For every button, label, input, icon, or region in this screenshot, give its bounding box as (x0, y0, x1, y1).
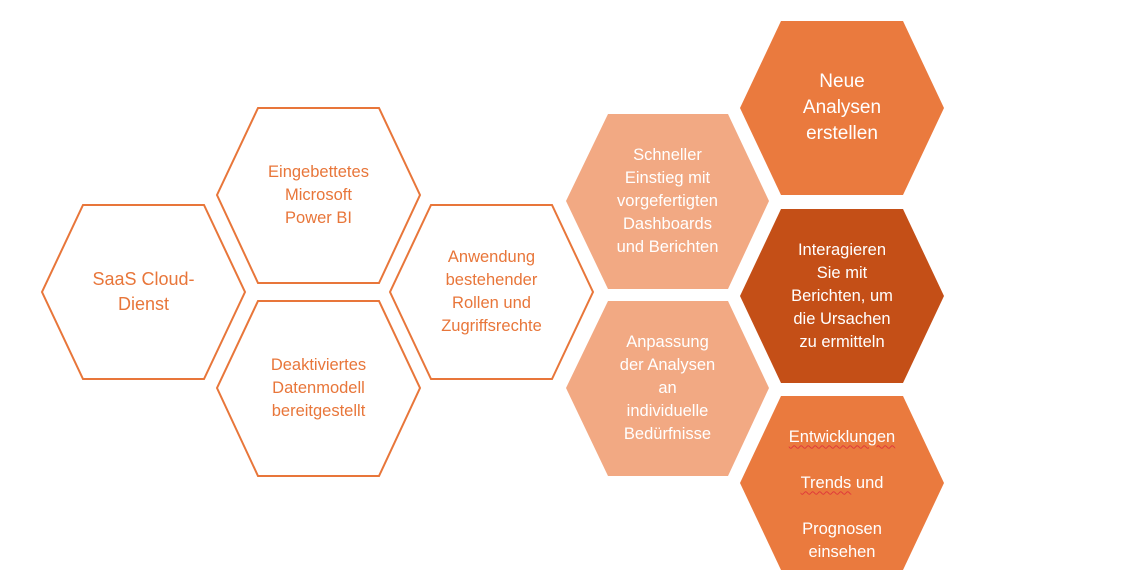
hexagon-saas-cloud-label: SaaS Cloud- Dienst (92, 269, 195, 314)
hexagon-quick-start (566, 114, 769, 289)
hexagon-saas-cloud (40, 204, 247, 380)
hexagon-customize-analyses-label: Anpassung der Analysen an individuelle B… (619, 333, 716, 443)
hexagon-interact-reports-label: Interagieren Sie mit Berichten, um die U… (791, 240, 893, 351)
hexagon-interact-reports (740, 209, 944, 383)
hexagon-embedded-power-bi-label: Eingebettetes Microsoft Power BI (268, 163, 369, 227)
hexagon-deactivated-datamodel-label: Deaktiviertes Datenmodell bereitgestellt (270, 356, 367, 420)
hexagon-quick-start-label: Schneller Einstieg mit vorgefertigten Da… (616, 146, 719, 256)
hexagon-new-analyses-label: Neue Analysen erstellen (802, 71, 882, 144)
hexagon-trends-forecasts-label: Entwicklungen Trends und Prognosen einse… (760, 396, 924, 570)
hexagon-new-analyses (740, 21, 944, 195)
hexagon-deactivated-datamodel (215, 300, 422, 477)
hexagon-customize-analyses (566, 301, 769, 476)
trends-word-and: und (851, 473, 884, 492)
hexagon-roles-access (388, 204, 595, 380)
trends-word-forecasts: Prognosen einsehen (802, 519, 882, 561)
hexagon-roles-access-label: Anwendung bestehender Rollen und Zugriff… (441, 248, 542, 335)
trends-word-developments: Entwicklungen (788, 427, 896, 446)
trends-word-trends: Trends (800, 473, 852, 492)
hexagon-trends-forecasts (740, 396, 944, 570)
hexagon-embedded-power-bi (215, 107, 422, 284)
trends-text-block: Entwicklungen Trends und Prognosen einse… (789, 403, 895, 564)
